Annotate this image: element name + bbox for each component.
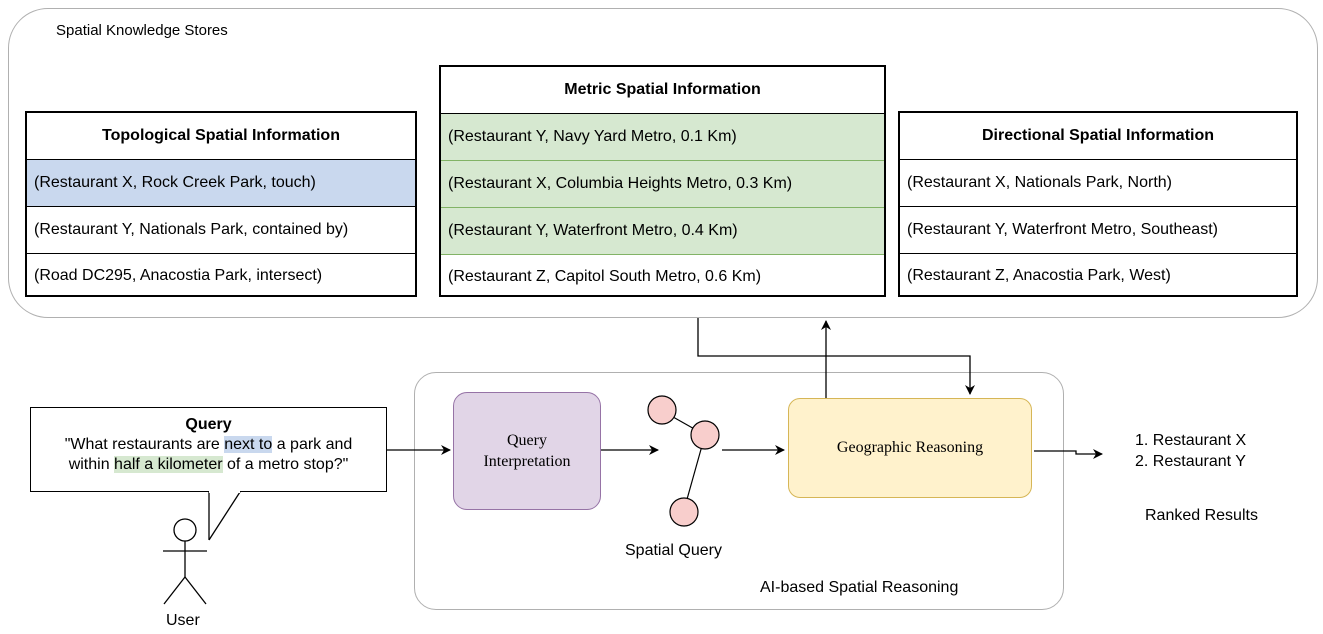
knowledge-stores-container: [8, 8, 1318, 318]
arrow-reasoning-to-results: [1034, 449, 1103, 459]
metric-row: (Restaurant Z, Capitol South Metro, 0.6 …: [448, 268, 762, 285]
directional-row: (Restaurant X, Nationals Park, North): [900, 160, 1296, 207]
result-item: 1. Restaurant X: [1135, 432, 1247, 449]
metric-header: Metric Spatial Information: [441, 67, 884, 114]
spatial-query-graph: [647, 395, 720, 527]
query-line-2: within half a kilometer of a metro stop?…: [31, 455, 386, 475]
ranked-results-label: Ranked Results: [1145, 507, 1258, 524]
graph-node: [647, 395, 677, 425]
query-interpretation-line1: Query: [507, 432, 547, 449]
ranked-results-list: 1. Restaurant X 2. Restaurant Y: [1135, 430, 1246, 472]
query-text: "What restaurants are: [64, 436, 225, 453]
directional-row: (Restaurant Y, Waterfront Metro, Southea…: [900, 207, 1296, 254]
spatial-query-label: Spatial Query: [625, 542, 722, 559]
directional-header: Directional Spatial Information: [900, 113, 1296, 160]
graph-node: [669, 497, 699, 527]
topological-table: Topological Spatial Information (Restaur…: [25, 111, 417, 297]
topological-row: (Road DC295, Anacostia Park, intersect): [34, 267, 323, 284]
knowledge-stores-title: Spatial Knowledge Stores: [56, 22, 228, 39]
topological-row: (Restaurant X, Rock Creek Park, touch): [27, 160, 415, 207]
user-label: User: [166, 612, 200, 629]
metric-table: Metric Spatial Information (Restaurant Y…: [439, 65, 886, 297]
topological-header: Topological Spatial Information: [27, 113, 415, 160]
geographic-reasoning-label: Geographic Reasoning: [836, 439, 984, 456]
graph-node: [690, 420, 720, 450]
directional-table: Directional Spatial Information (Restaur…: [898, 111, 1298, 297]
user-icon: [163, 518, 207, 605]
query-text: within: [68, 456, 115, 473]
result-item: 2. Restaurant Y: [1135, 453, 1246, 470]
metric-row: (Restaurant X, Columbia Heights Metro, 0…: [441, 161, 884, 208]
metric-row: (Restaurant Y, Waterfront Metro, 0.4 Km): [441, 208, 884, 255]
directional-row: (Restaurant Z, Anacostia Park, West): [907, 267, 1171, 284]
query-text: a park and: [272, 436, 353, 453]
query-interpretation-line2: Interpretation: [483, 453, 571, 470]
query-line-1: "What restaurants are next to a park and: [31, 435, 386, 455]
query-highlight-metric: half a kilometer: [114, 456, 223, 473]
speech-bubble-tail: [208, 491, 241, 541]
query-text: of a metro stop?": [222, 456, 349, 473]
query-title: Query: [185, 416, 232, 433]
query-box: Query "What restaurants are next to a pa…: [30, 407, 387, 492]
arrow-stores-to-reasoning: [697, 318, 975, 395]
ai-reasoning-label: AI-based Spatial Reasoning: [760, 579, 959, 596]
query-highlight-topological: next to: [224, 436, 273, 453]
ai-reasoning-container: [414, 372, 1064, 610]
topological-row: (Restaurant Y, Nationals Park, contained…: [27, 207, 415, 254]
metric-row: (Restaurant Y, Navy Yard Metro, 0.1 Km): [441, 114, 884, 161]
query-interpretation-box: Query Interpretation: [453, 392, 601, 510]
geographic-reasoning-box: Geographic Reasoning: [788, 398, 1032, 498]
